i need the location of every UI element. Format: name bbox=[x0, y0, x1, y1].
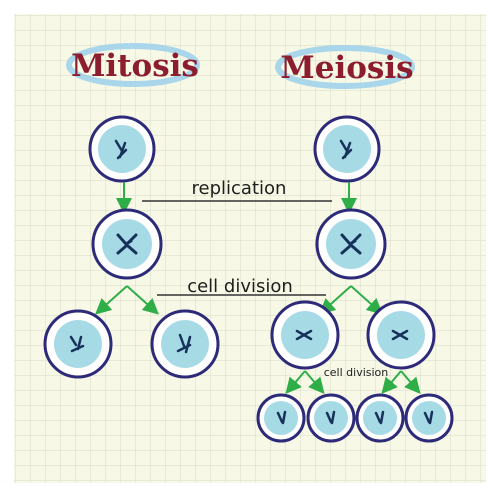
chromosome-icon bbox=[114, 139, 128, 160]
meiosis-cell-parent bbox=[313, 115, 381, 183]
meiosis-final-arrow-3 bbox=[381, 370, 402, 395]
meiosis-final-arrow-1 bbox=[285, 370, 306, 395]
meiosis-title-swoosh bbox=[275, 45, 415, 89]
meiosis-intermediate-cell-left bbox=[270, 300, 340, 370]
chromosome-icon bbox=[69, 335, 85, 353]
meiosis-gamete-cell-1 bbox=[256, 393, 306, 443]
meiosis-cell-replicated bbox=[315, 208, 387, 280]
meiosis-gamete-cell-3 bbox=[355, 393, 405, 443]
chromosome-icon bbox=[391, 329, 409, 341]
chromosome-icon bbox=[116, 233, 138, 255]
chromosome-icon bbox=[295, 329, 313, 341]
meiosis-final-arrow-2 bbox=[304, 370, 325, 395]
mitosis-cell-parent bbox=[88, 115, 156, 183]
mitosis-division-arrow-left bbox=[95, 285, 128, 315]
mitosis-daughter-cell-left bbox=[43, 309, 113, 379]
cell-division-label: cell division bbox=[187, 276, 293, 297]
mitosis-title-swoosh bbox=[66, 43, 200, 87]
chromosome-icon bbox=[339, 139, 353, 160]
meiosis-gamete-cell-4 bbox=[404, 393, 454, 443]
replication-label: replication bbox=[192, 178, 287, 199]
mitosis-title: Mitosis bbox=[71, 48, 199, 84]
meiosis-final-arrow-4 bbox=[400, 370, 421, 395]
meiosis-division-arrow-right bbox=[350, 285, 383, 315]
meiosis-division-arrow-left bbox=[319, 285, 352, 315]
chromosome-icon bbox=[276, 410, 287, 425]
chromosome-icon bbox=[176, 333, 192, 354]
meiosis-title: Meiosis bbox=[280, 50, 413, 86]
mitosis-cell-replicated bbox=[91, 208, 163, 280]
cell-division-small-label: cell division bbox=[324, 366, 389, 379]
mitosis-daughter-cell-right bbox=[150, 309, 220, 379]
meiosis-intermediate-cell-right bbox=[366, 300, 436, 370]
chromosome-icon bbox=[423, 410, 434, 425]
chromosome-icon bbox=[374, 410, 385, 425]
mitosis-division-arrow-right bbox=[126, 285, 159, 315]
meiosis-gamete-cell-2 bbox=[306, 393, 356, 443]
chromosome-icon bbox=[325, 410, 336, 425]
chromosome-icon bbox=[340, 233, 362, 255]
